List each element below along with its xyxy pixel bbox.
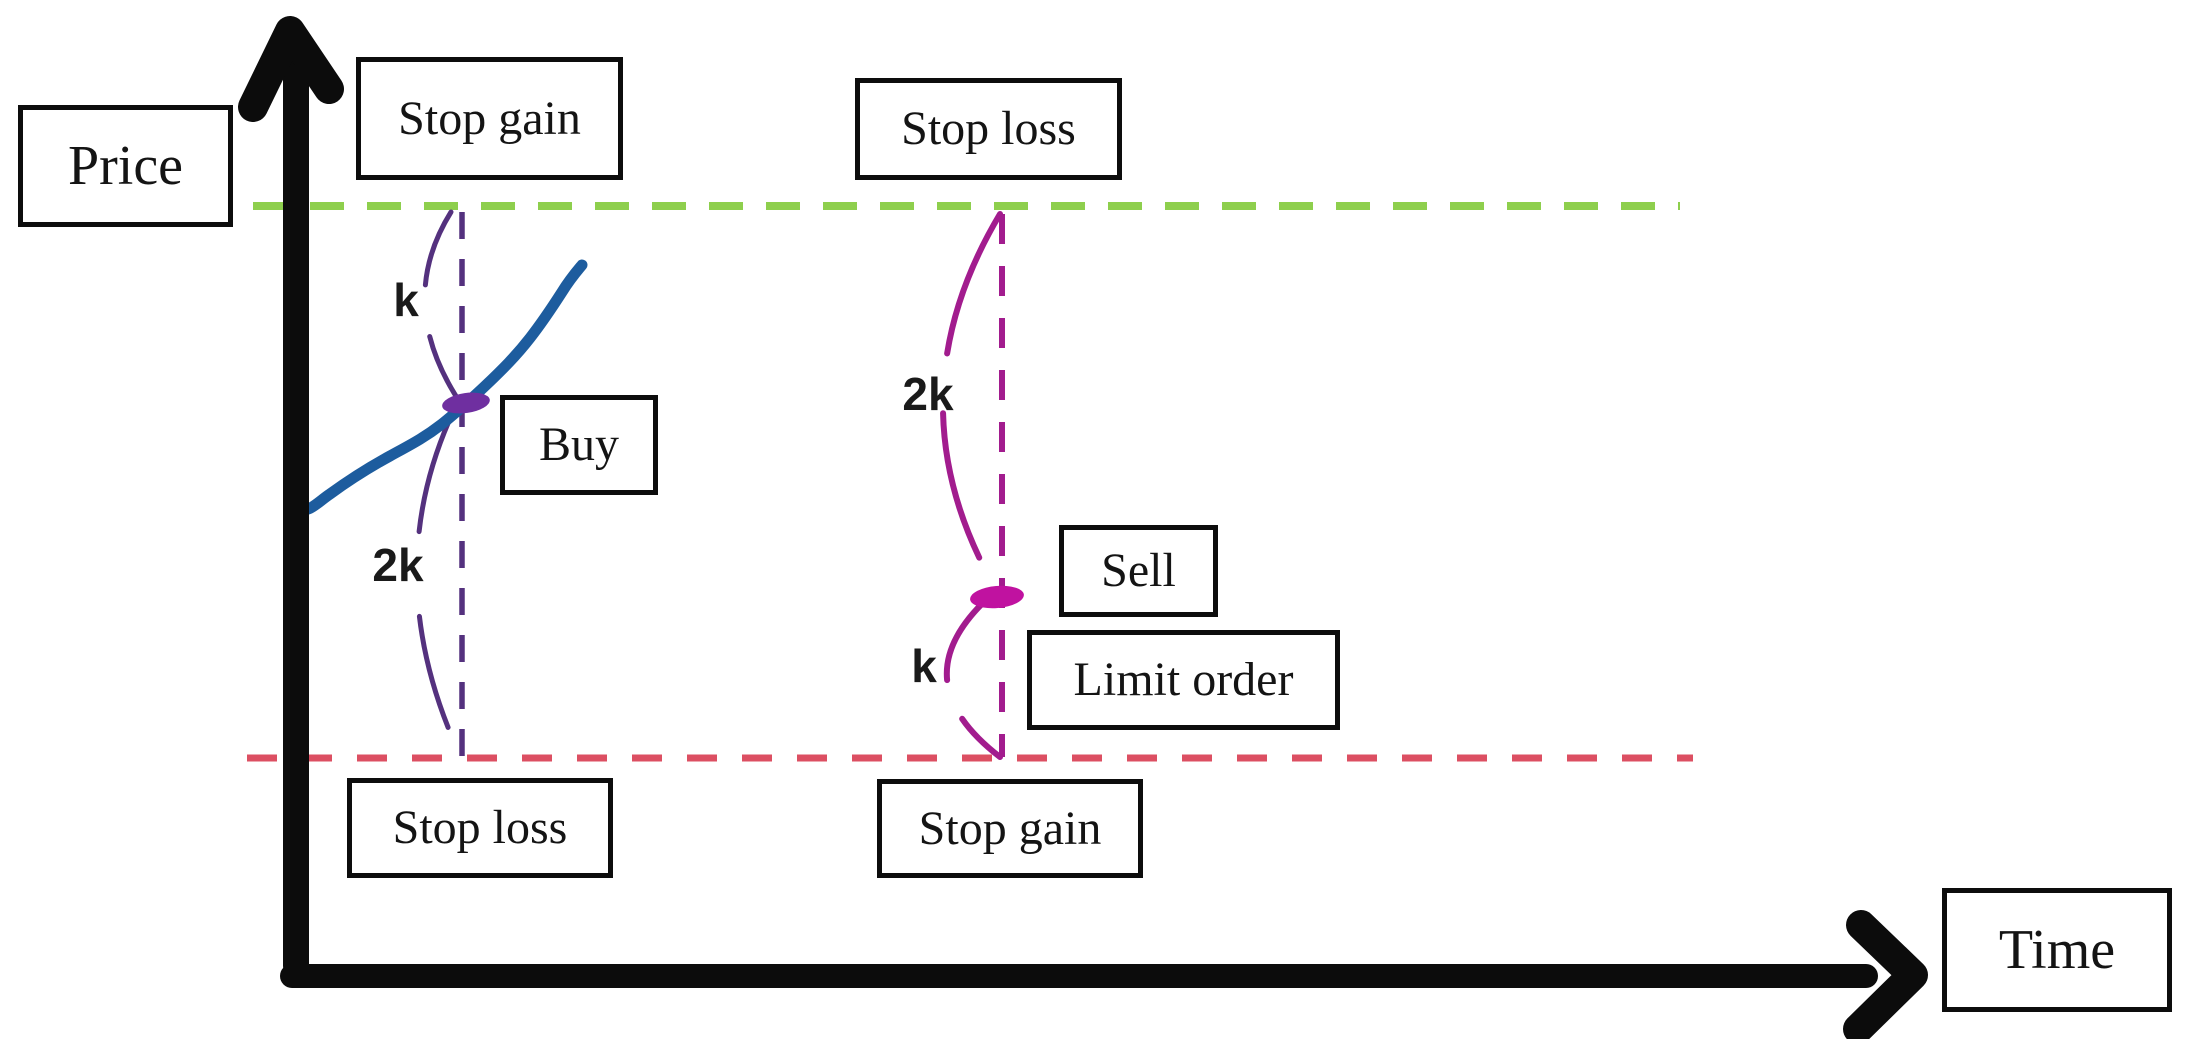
stop-gain-top-label: Stop gain — [398, 91, 581, 145]
x-axis-arrowhead-icon — [1843, 910, 1928, 1039]
sell-label: Sell — [1101, 544, 1176, 597]
sell-marker-dot — [970, 585, 1024, 609]
sell-2k-brace — [939, 211, 1003, 589]
sell-distance-below-label: k — [911, 640, 937, 692]
sell-distance-above-label: 2k — [902, 368, 954, 420]
limit-order-label: Limit order — [1073, 653, 1294, 706]
buy-k-brace — [422, 209, 474, 421]
y-axis-label: Price — [67, 135, 184, 197]
buy-label-box: Buy — [500, 395, 658, 495]
x-axis-label: Time — [1998, 919, 2116, 981]
buy-label: Buy — [538, 418, 619, 471]
limit-order-label-box: Limit order — [1027, 630, 1340, 730]
stop-loss-top-label: Stop loss — [901, 102, 1076, 155]
sell-k-brace — [943, 595, 1003, 760]
buy-distance-below-label: 2k — [372, 539, 424, 591]
stop-gain-bottom-label-box: Stop gain — [877, 779, 1143, 878]
buy-2k-brace — [414, 418, 462, 756]
buy-marker-dot — [442, 392, 490, 414]
buy-distance-above-label: k — [393, 274, 419, 326]
stop-loss-bottom-label: Stop loss — [392, 801, 568, 854]
y-axis-label-box: Price — [18, 105, 233, 227]
x-axis-label-box: Time — [1942, 888, 2172, 1012]
y-axis-arrowhead-icon — [238, 16, 344, 122]
stop-loss-top-label-box: Stop loss — [855, 78, 1122, 180]
stop-gain-bottom-label: Stop gain — [918, 801, 1102, 855]
stop-gain-top-label-box: Stop gain — [356, 57, 623, 180]
stop-loss-bottom-label-box: Stop loss — [347, 778, 613, 878]
sell-label-box: Sell — [1059, 525, 1218, 617]
